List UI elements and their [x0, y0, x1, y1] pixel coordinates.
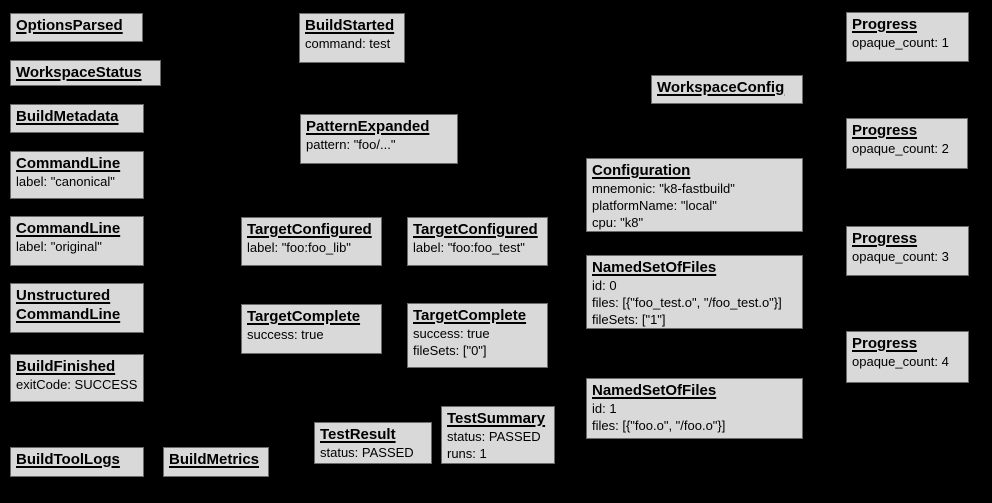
node-title: BuildStarted [305, 17, 395, 34]
node-title: TargetComplete [413, 307, 527, 324]
node-detail: platformName: "local" [592, 198, 717, 213]
node-detail: id: 0 [592, 278, 617, 293]
node-detail: opaque_count: 4 [852, 354, 949, 369]
node-target-configured-foo-lib: TargetConfigured label: "foo:foo_lib" [241, 217, 382, 266]
node-configuration: Configuration mnemonic: "k8-fastbuild" p… [586, 158, 803, 232]
node-workspace-config: WorkspaceConfig [651, 75, 803, 104]
node-detail: success: true [247, 327, 324, 342]
node-progress-2: Progress opaque_count: 2 [846, 118, 968, 169]
node-progress-3: Progress opaque_count: 3 [846, 226, 969, 276]
node-target-complete-foo-test: TargetComplete success: true fileSets: [… [407, 303, 548, 368]
node-command-line-original: CommandLine label: "original" [10, 216, 144, 266]
node-build-metrics: BuildMetrics [163, 447, 269, 477]
node-title: TestResult [320, 426, 396, 443]
node-title: CommandLine [16, 220, 121, 237]
node-title: WorkspaceStatus [16, 64, 142, 81]
node-title: BuildFinished [16, 358, 116, 375]
node-title: Progress [852, 122, 918, 139]
node-detail: id: 1 [592, 401, 617, 416]
node-detail: files: [{"foo.o", "/foo.o"}] [592, 418, 726, 433]
node-target-complete-foo-lib: TargetComplete success: true [241, 304, 382, 354]
node-detail: label: "original" [16, 239, 102, 254]
node-title: Progress [852, 335, 918, 352]
node-title: OptionsParsed [16, 17, 123, 34]
node-detail: success: true [413, 326, 490, 341]
node-build-started: BuildStarted command: test [299, 13, 405, 63]
node-progress-4: Progress opaque_count: 4 [846, 331, 969, 383]
node-detail: status: PASSED [447, 429, 541, 444]
node-title: Progress [852, 16, 918, 33]
node-build-metadata: BuildMetadata [10, 104, 144, 133]
node-title: TargetConfigured [247, 221, 372, 238]
node-target-configured-foo-test: TargetConfigured label: "foo:foo_test" [407, 217, 548, 266]
node-title: NamedSetOfFiles [592, 382, 717, 399]
node-build-finished: BuildFinished exitCode: SUCCESS [10, 354, 144, 402]
node-title: BuildToolLogs [16, 451, 120, 468]
node-workspace-status: WorkspaceStatus [10, 60, 161, 86]
node-named-set-of-files-1: NamedSetOfFiles id: 1 files: [{"foo.o", … [586, 378, 803, 439]
node-detail: fileSets: ["0"] [413, 343, 487, 358]
node-progress-1: Progress opaque_count: 1 [846, 12, 969, 62]
node-title: TestSummary [447, 410, 546, 427]
node-detail: fileSets: ["1"] [592, 312, 666, 327]
node-command-line-canonical: CommandLine label: "canonical" [10, 151, 144, 199]
node-detail: opaque_count: 2 [852, 141, 949, 156]
node-title: WorkspaceConfig [657, 79, 785, 96]
node-detail: runs: 1 [447, 446, 487, 461]
node-title: PatternExpanded [306, 118, 430, 135]
node-title: Progress [852, 230, 918, 247]
node-title: TargetConfigured [413, 221, 538, 238]
node-named-set-of-files-0: NamedSetOfFiles id: 0 files: [{"foo_test… [586, 255, 803, 329]
node-title: BuildMetrics [169, 451, 260, 468]
node-detail: label: "foo:foo_lib" [247, 240, 351, 255]
node-detail: label: "canonical" [16, 174, 115, 189]
node-title: CommandLine [16, 155, 121, 172]
node-detail: command: test [305, 36, 391, 51]
node-title: BuildMetadata [16, 108, 119, 125]
node-detail: exitCode: SUCCESS [16, 377, 138, 392]
node-detail: label: "foo:foo_test" [413, 240, 525, 255]
node-detail: status: PASSED [320, 445, 414, 460]
node-title: NamedSetOfFiles [592, 259, 717, 276]
node-build-tool-logs: BuildToolLogs [10, 447, 144, 477]
node-detail: opaque_count: 3 [852, 249, 949, 264]
node-detail: files: [{"foo_test.o", "/foo_test.o"}] [592, 295, 782, 310]
node-detail: pattern: "foo/..." [306, 137, 396, 152]
node-detail: cpu: "k8" [592, 215, 644, 230]
node-title: Configuration [592, 162, 691, 179]
node-test-summary: TestSummary status: PASSED runs: 1 [441, 406, 555, 464]
node-pattern-expanded: PatternExpanded pattern: "foo/..." [300, 114, 458, 164]
node-title: TargetComplete [247, 308, 361, 325]
node-detail: opaque_count: 1 [852, 35, 949, 50]
node-title: Unstructured CommandLine [16, 287, 121, 323]
node-detail: mnemonic: "k8-fastbuild" [592, 181, 735, 196]
node-unstructured-command-line: Unstructured CommandLine [10, 283, 144, 333]
node-test-result: TestResult status: PASSED [314, 422, 432, 464]
node-options-parsed: OptionsParsed [10, 13, 143, 42]
